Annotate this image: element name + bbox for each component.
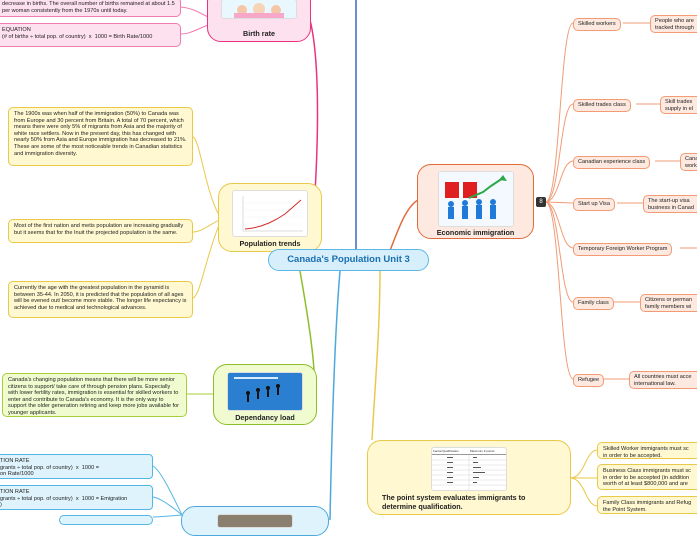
class-skilled-workers-detail: People who are tracked through bbox=[650, 15, 697, 33]
economic-immigration-image bbox=[437, 171, 514, 227]
trends-note-first-nations: Most of the first nation and metis popul… bbox=[8, 219, 193, 243]
class-canadian-experience-detail: Cana work bbox=[680, 153, 697, 171]
point-table-header-points: Maximum # points bbox=[470, 449, 495, 453]
trends-note-immigration-history: The 1900s was when half of the immigrati… bbox=[8, 107, 193, 166]
birth-rate-node[interactable]: Birth rate bbox=[207, 0, 311, 42]
class-temporary-foreign-worker[interactable]: Temporary Foreign Worker Program bbox=[573, 243, 673, 256]
migration-extra-note bbox=[59, 515, 153, 525]
class-skilled-trades-detail: Skill trades supply in el bbox=[660, 96, 697, 114]
migration-image bbox=[217, 514, 293, 528]
point-note-skilled-worker: Skilled Worker immigrants must sc in ord… bbox=[597, 442, 697, 459]
class-start-up-visa[interactable]: Start up Visa bbox=[573, 198, 615, 211]
dependency-note: Canada's changing population means that … bbox=[2, 373, 187, 417]
economic-immigration-node[interactable]: Economic immigration bbox=[417, 164, 534, 239]
birth-rate-note: decrease in births. The overall number o… bbox=[0, 0, 181, 17]
dependency-load-node[interactable]: Dependancy load bbox=[213, 364, 317, 425]
point-system-node[interactable]: Factor/Qualification Maximum # points Th… bbox=[367, 440, 571, 515]
birth-rate-title: Birth rate bbox=[243, 29, 275, 38]
point-system-title: The point system evaluates immigrants to… bbox=[382, 493, 526, 511]
class-start-up-visa-detail: The start-up visa business in Canad bbox=[643, 195, 697, 213]
class-family-detail: Citizens or perman family members wi bbox=[640, 294, 697, 312]
birth-rate-image bbox=[221, 0, 297, 19]
population-trends-node[interactable]: Population trends bbox=[218, 183, 322, 252]
point-system-table-image: Factor/Qualification Maximum # points bbox=[431, 447, 507, 491]
economic-immigration-title: Economic immigration bbox=[436, 228, 515, 237]
emigration-rate-note: TION RATE grants ÷ total pop. of country… bbox=[0, 485, 153, 510]
class-canadian-experience[interactable]: Canadian experience class bbox=[573, 156, 651, 169]
class-family[interactable]: Family class bbox=[573, 297, 614, 310]
migration-node[interactable] bbox=[181, 506, 329, 536]
trends-note-age-pyramid: Currently the age with the greatest popu… bbox=[8, 281, 193, 318]
central-topic[interactable]: Canada's Population Unit 3 bbox=[268, 249, 429, 271]
dependency-load-title: Dependancy load bbox=[235, 413, 295, 422]
dependency-load-image bbox=[227, 372, 303, 411]
class-refugee-detail: All countries must acce international la… bbox=[629, 371, 697, 389]
population-trends-chart-image bbox=[232, 190, 308, 237]
economic-immigration-count-badge[interactable]: 8 bbox=[536, 197, 546, 207]
birth-rate-equation: EQUATION (# of births ÷ total pop. of co… bbox=[0, 23, 181, 47]
point-note-family-refugee: Family Class immigrants and Refug the Po… bbox=[597, 496, 697, 514]
class-refugee[interactable]: Refugee bbox=[573, 374, 605, 387]
population-trends-title: Population trends bbox=[239, 239, 301, 248]
point-table-header-factor: Factor/Qualification bbox=[433, 449, 459, 453]
point-note-business-class: Business Class immigrants must sc in ord… bbox=[597, 464, 697, 490]
class-skilled-workers[interactable]: Skilled workers bbox=[573, 18, 621, 31]
class-skilled-trades[interactable]: Skilled trades class bbox=[573, 99, 631, 112]
immigration-rate-note: TION RATE grants ÷ total pop. of country… bbox=[0, 454, 153, 479]
